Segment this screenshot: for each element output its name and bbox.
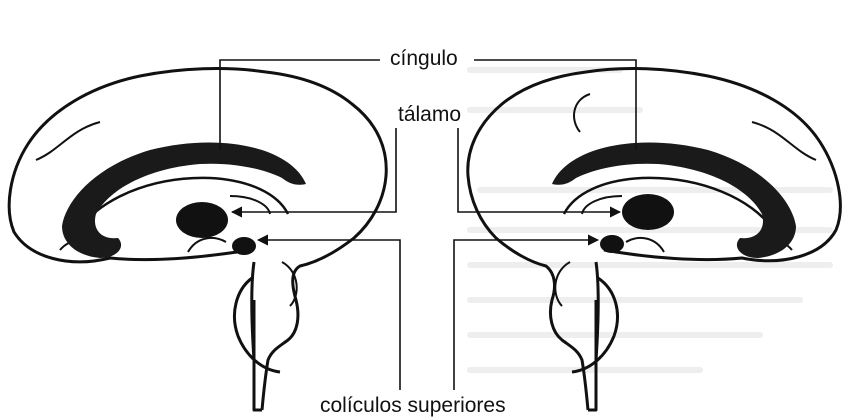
left-cerebellum bbox=[234, 278, 280, 410]
right-thalamus bbox=[622, 194, 674, 230]
left-brainstem bbox=[252, 262, 254, 410]
coliculos-leader-left bbox=[258, 240, 400, 390]
left-thalamus bbox=[176, 202, 228, 238]
right-brainstem bbox=[596, 262, 598, 410]
talamo-leader-left bbox=[232, 128, 396, 212]
cingulo-label: cíngulo bbox=[386, 48, 462, 69]
cingulo-leader bbox=[220, 60, 380, 150]
right-superior-colliculus bbox=[600, 235, 624, 253]
talamo-label: tálamo bbox=[394, 104, 465, 125]
left-superior-colliculus bbox=[232, 237, 256, 255]
coliculos-superiores-label: colículos superiores bbox=[318, 395, 508, 416]
